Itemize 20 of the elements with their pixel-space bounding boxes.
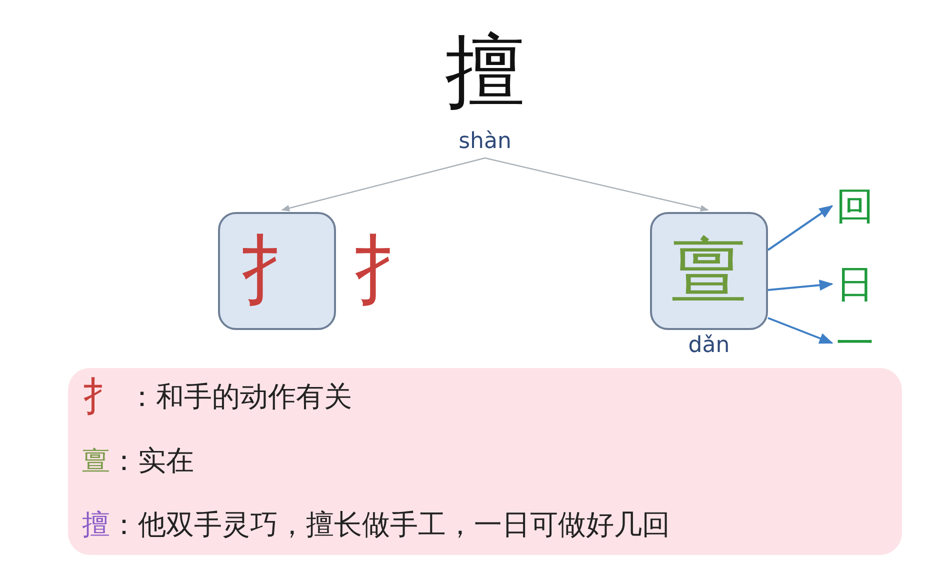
explanation-text: ：和手的动作有关 [128,380,352,414]
pinyin: dǎn [687,334,731,358]
radical-box: 亶 [650,212,768,330]
explanation-text: ：实在 [110,444,194,478]
explanation-text: ：他双手灵巧，擅长做手工，一日可做好几回 [110,508,670,542]
explanation-panel [68,368,902,555]
radical-character: 擅 [82,508,110,542]
pinyin: shàn [458,130,512,154]
arrow [281,157,486,212]
radical-character: 亶 [82,444,110,478]
component-character: 回 [830,185,880,227]
radical-box: 扌 [218,212,336,330]
character: 擅 [430,22,540,122]
arrow [484,157,709,212]
component-character: 一 [830,322,880,364]
arrow [768,317,834,344]
component-character: 日 [830,263,880,305]
stroke-highlight-character: 扌 [352,224,422,316]
arrow [767,205,834,251]
arrow [768,280,834,291]
